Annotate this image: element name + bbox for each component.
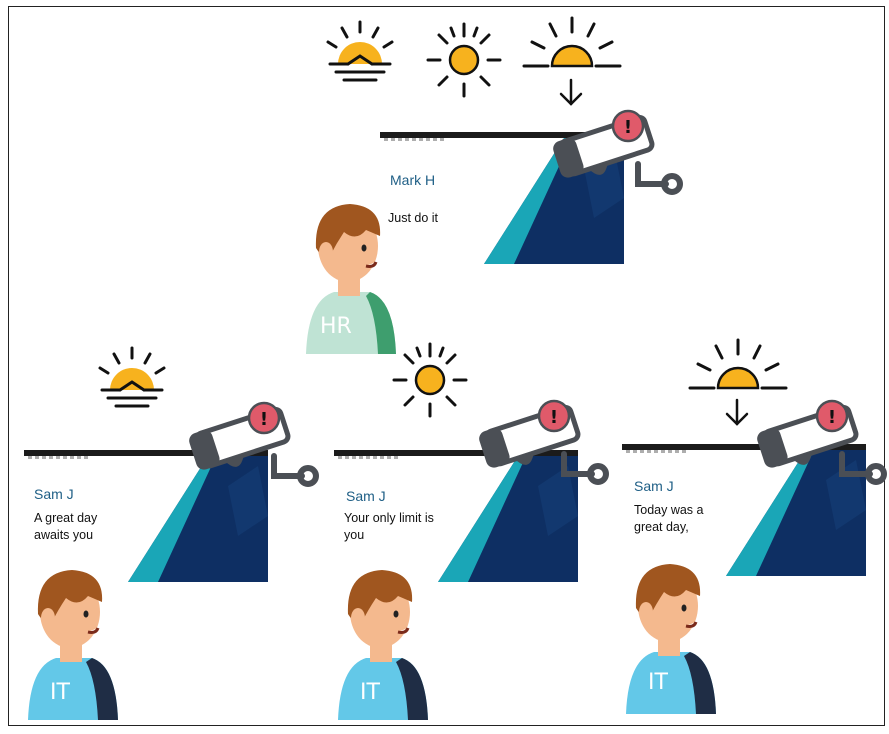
sunrise-icon	[320, 18, 400, 90]
department-badge: IT	[360, 680, 380, 705]
it-person: IT	[620, 556, 720, 716]
user-name: Sam J	[634, 478, 674, 494]
user-name: Sam J	[34, 486, 74, 502]
slide-message: Your only limit is you	[344, 510, 444, 544]
sunrise-icon	[92, 344, 172, 416]
slide-message: Today was a great day,	[634, 502, 734, 536]
arrow-down-icon	[724, 398, 750, 428]
sunset-icon	[520, 16, 624, 76]
department-badge: IT	[648, 670, 668, 695]
alert-icon: !	[550, 407, 558, 428]
alert-icon: !	[260, 409, 268, 430]
alert-icon: !	[828, 407, 836, 428]
department-badge: IT	[50, 680, 70, 705]
security-camera-icon: !	[752, 394, 888, 490]
it-person: IT	[22, 562, 122, 722]
department-badge: HR	[320, 314, 352, 339]
it-person: IT	[332, 562, 432, 722]
security-camera-icon: !	[474, 394, 610, 490]
slide-message: A great day awaits you	[34, 510, 134, 544]
sun-icon	[390, 340, 470, 420]
hr-person: HR	[300, 196, 400, 356]
sunset-icon	[686, 338, 790, 398]
user-name: Mark H	[390, 172, 435, 188]
user-name: Sam J	[346, 488, 386, 504]
person-icon	[332, 562, 432, 722]
person-icon	[620, 556, 720, 716]
sun-icon	[424, 20, 504, 100]
security-camera-icon: !	[548, 104, 684, 200]
alert-icon: !	[624, 117, 632, 138]
security-camera-icon: !	[184, 396, 320, 492]
person-icon	[22, 562, 122, 722]
slide-message: Just do it	[388, 210, 488, 227]
